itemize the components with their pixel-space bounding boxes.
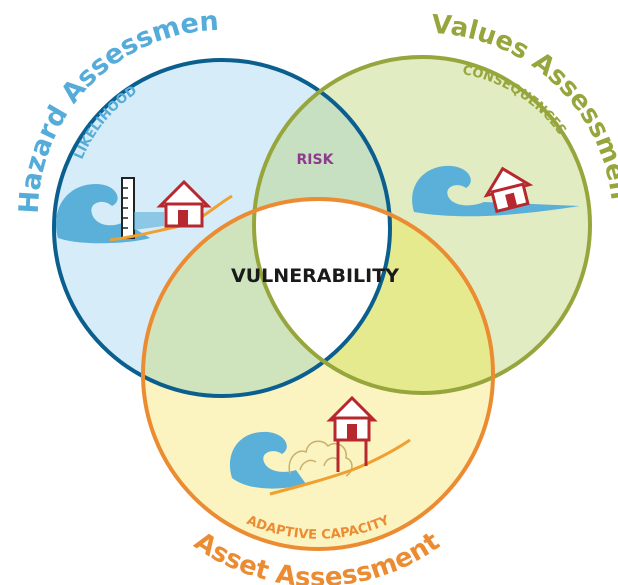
values-illustration	[412, 165, 580, 217]
stilted-house-icon	[326, 395, 378, 472]
asset-circle-outline	[141, 197, 495, 551]
wave-icon	[412, 165, 580, 217]
house-icon	[483, 166, 534, 214]
values-circle-outline	[252, 55, 592, 395]
flood-water	[134, 212, 164, 230]
house-icon	[156, 179, 212, 228]
wave-icon	[229, 431, 306, 489]
asset-illustration	[229, 395, 411, 496]
vulnerability-label: VULNERABILITY	[231, 265, 399, 287]
shoreline-line	[269, 438, 411, 496]
risk-label: RISK	[297, 152, 335, 168]
hazard-illustration	[55, 177, 233, 244]
hazard-circle-outline	[52, 58, 392, 398]
tide-gauge-icon	[121, 177, 135, 239]
